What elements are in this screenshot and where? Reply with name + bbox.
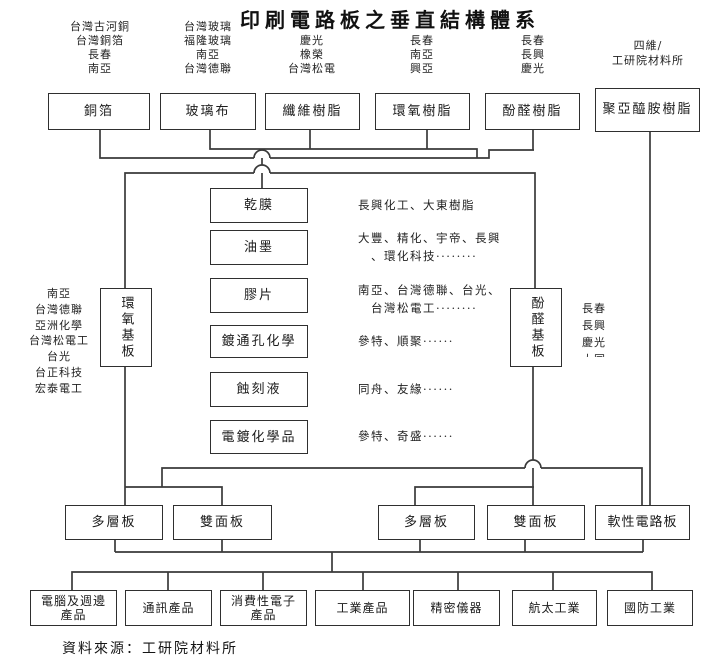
note-dry-film: 長興化工、大東樹脂 xyxy=(358,198,475,212)
material-box-polyimide-resin: 聚亞醯胺樹脂 xyxy=(595,88,700,132)
supplier-list-phenolic-resin: 長春 長興 慶光 xyxy=(521,34,545,75)
process-box-plating-chemicals: 電鍍化學品 xyxy=(210,420,308,454)
supplier-list-polyimide-resin: 四維/ 工研院材料所 xyxy=(612,39,684,67)
supplier-list-copper-foil: 台灣古河銅 台灣銅箔 長春 南亞 xyxy=(70,20,130,75)
board-box-double-sided-left: 雙面板 xyxy=(173,505,272,540)
supplier-list-epoxy-substrate: 南亞 台灣德聯 亞洲化學 台灣松電工 台光 台正科技 宏泰電工 xyxy=(29,287,89,395)
process-box-dry-film: 乾膜 xyxy=(210,188,308,223)
supplier-list-epoxy-resin: 長春 南亞 興亞 xyxy=(410,34,434,75)
app-box-computer-peripherals: 電腦及週邊產品 xyxy=(30,590,117,626)
process-box-pth-chemicals: 鍍通孔化學 xyxy=(210,325,308,358)
substrate-box-epoxy: 環氧基板 xyxy=(100,288,152,367)
app-box-consumer-electronics: 消費性電子產品 xyxy=(220,590,307,626)
supplier-list-phenolic-substrate: 長春 長興 慶光 大同 xyxy=(582,302,606,357)
note-prepreg: 南亞、台灣德聯、台光、 台灣松電工········ xyxy=(358,283,501,315)
app-box-industrial-products: 工業產品 xyxy=(315,590,410,626)
substrate-box-phenolic: 酚醛基板 xyxy=(510,288,562,367)
board-box-multilayer-right: 多層板 xyxy=(378,505,475,540)
board-box-multilayer-left: 多層板 xyxy=(65,505,163,540)
app-box-precision-instruments: 精密儀器 xyxy=(413,590,500,626)
note-etching-solution: 同舟、友緣······ xyxy=(358,382,454,396)
supplier-list-fiber-resin: 慶光 橡榮 台灣松電 xyxy=(288,34,336,75)
process-box-etching-solution: 蝕刻液 xyxy=(210,372,308,407)
board-box-flexible-pcb: 軟性電路板 xyxy=(595,505,690,540)
app-box-defense-industry: 國防工業 xyxy=(607,590,693,626)
note-pth-chemicals: 參特、順聚······ xyxy=(358,334,454,348)
note-plating-chemicals: 參特、奇盛······ xyxy=(358,429,454,443)
process-box-ink: 油墨 xyxy=(210,230,308,265)
material-box-fiber-resin: 纖維樹脂 xyxy=(265,93,360,130)
app-box-communication-products: 通訊產品 xyxy=(125,590,212,626)
diagram-title: 印刷電路板之垂直結構體系 xyxy=(240,8,540,32)
supplier-list-glass-cloth: 台灣玻璃 福隆玻璃 南亞 台灣德聯 xyxy=(184,20,232,75)
source-note: 資料來源：工研院材料所 xyxy=(62,641,238,657)
material-box-phenolic-resin: 酚醛樹脂 xyxy=(485,93,580,130)
process-box-prepreg: 膠片 xyxy=(210,278,308,313)
material-box-epoxy-resin: 環氧樹脂 xyxy=(375,93,470,130)
app-box-aerospace-industry: 航太工業 xyxy=(512,590,597,626)
board-box-double-sided-right: 雙面板 xyxy=(487,505,585,540)
material-box-copper-foil: 銅箔 xyxy=(48,93,150,130)
note-ink: 大豐、精化、宇帝、長興 、環化科技········ xyxy=(358,231,501,263)
material-box-glass-cloth: 玻璃布 xyxy=(160,93,256,130)
